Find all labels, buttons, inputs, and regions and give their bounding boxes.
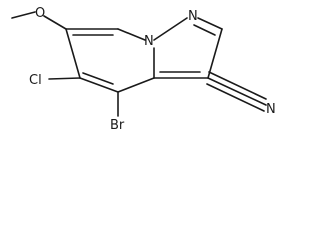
c7-n-bridge-bond: [117, 28, 146, 41]
c4-c5-double-bond-inner: [82, 72, 114, 85]
bridgehead-nitrogen-label-bg: [142, 33, 156, 49]
bromine-label: Br: [110, 118, 125, 133]
c3-c3-carbon-bond: [207, 28, 223, 79]
pyrazole-nitrogen-label: N: [188, 9, 198, 24]
n1-n2-bond: [153, 17, 188, 41]
c4-c5-bond: [79, 77, 119, 93]
nitrile-nitrogen-label-bg: [264, 101, 278, 117]
methyl-to-oxygen-bond: [11, 11, 36, 19]
n2-c3-bond: [197, 17, 223, 30]
n2-c3-double-bond-inner: [193, 24, 216, 36]
c5-to-chlorine-bond: [48, 77, 81, 80]
bromine-label-bg: [108, 117, 128, 133]
pyrazole-nitrogen-label-bg: [186, 8, 200, 24]
nitrile-triple-bond-2: [208, 71, 267, 100]
nitrile-nitrogen-label: N: [266, 102, 276, 117]
c5-c6-bond: [65, 28, 81, 79]
molecule-svg: O N N N Cl Br: [11, 6, 278, 133]
methoxy-oxygen-label: O: [35, 6, 45, 21]
c3a-c4-bond: [117, 77, 155, 93]
nitrile-triple-bond-1: [207, 77, 267, 106]
chlorine-label-bg: [27, 72, 47, 88]
chlorine-label: Cl: [29, 73, 42, 88]
molecule-structure: O N N N Cl Br: [11, 6, 278, 133]
bridgehead-nitrogen-label: N: [144, 34, 154, 49]
oxygen-to-c6-bond: [43, 15, 67, 30]
nitrile-triple-bond-3: [206, 83, 265, 112]
